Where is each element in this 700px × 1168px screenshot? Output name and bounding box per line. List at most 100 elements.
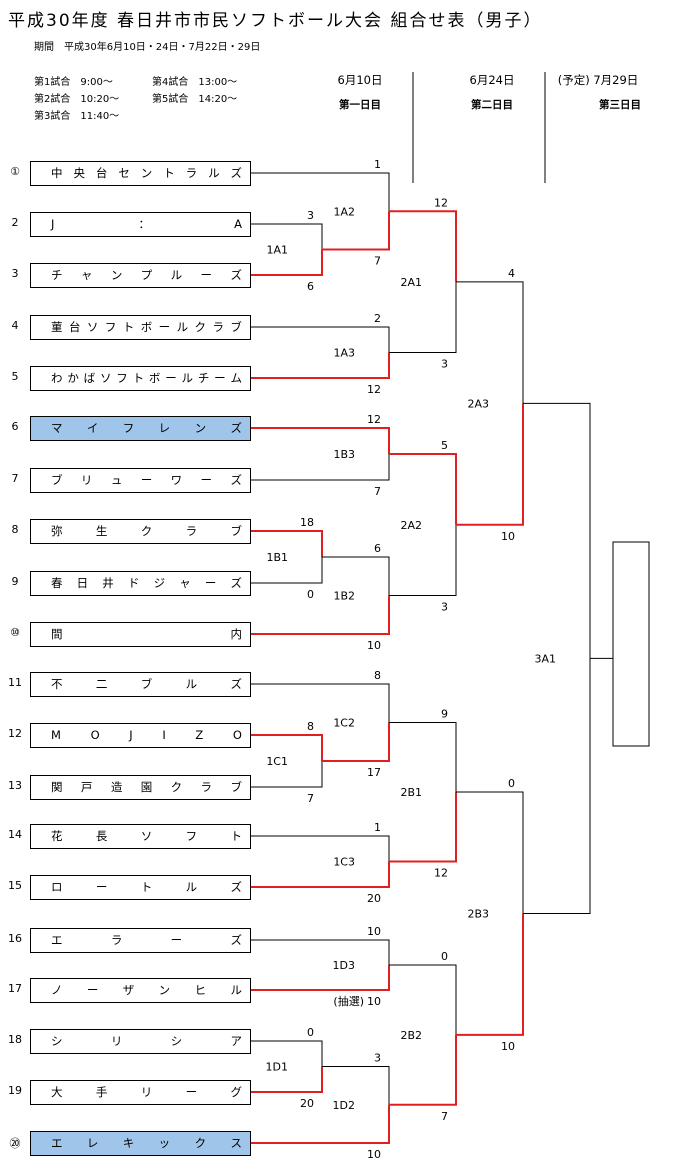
winner-path — [251, 249, 323, 276]
match-score: 3 — [307, 209, 314, 222]
team-name: 弥生クラブ — [51, 524, 242, 538]
team-name: 春日井ドジャーズ — [51, 576, 242, 590]
team-name: 大手リーグ — [51, 1085, 242, 1099]
match-score: 12 — [434, 196, 448, 209]
match-score: 1 — [374, 158, 381, 171]
day3-name: 第三日目 — [599, 99, 641, 111]
match-id: 1B2 — [333, 590, 355, 603]
schedule-game-1: 第1試合 9:00～ — [34, 77, 113, 88]
match-id: 1B3 — [333, 448, 355, 461]
team-box: 大手リーグ — [30, 1080, 251, 1105]
winner-path — [389, 792, 457, 863]
match-score: 3 — [374, 1052, 381, 1065]
schedule-game-2: 第2試合 10:20～ — [34, 94, 120, 105]
team-name: 菫台ソフトボールクラブ — [51, 320, 242, 334]
match-score: 8 — [374, 669, 381, 682]
team-box: チャンプルーズ — [30, 263, 251, 288]
winner-path — [251, 352, 390, 379]
team-seed: 19 — [8, 1084, 22, 1097]
bracket-line — [251, 454, 390, 481]
team-seed: 13 — [8, 779, 22, 792]
match-id: 2B3 — [467, 907, 489, 920]
team-box: 不二ブルズ — [30, 672, 251, 697]
bracket-line — [251, 683, 390, 723]
team-seed: 9 — [11, 575, 19, 588]
team-seed: 2 — [11, 216, 19, 229]
team-name: 中央台セントラルズ — [51, 166, 242, 180]
day2-date: 6月24日 — [469, 73, 515, 87]
bracket-line — [523, 402, 591, 659]
winner-path — [389, 1034, 457, 1106]
match-id: 1C3 — [333, 856, 355, 869]
team-seed: 4 — [11, 319, 19, 332]
bracket-line — [523, 658, 591, 914]
bracket-line — [389, 524, 457, 596]
team-box: マイフレンズ — [30, 416, 251, 441]
match-score: 0 — [307, 1026, 314, 1039]
team-name: シリシア — [51, 1034, 242, 1048]
match-score: 7 — [307, 792, 314, 805]
winner-path — [251, 1104, 390, 1144]
day1-name: 第一日目 — [339, 99, 381, 111]
winner-path — [251, 861, 390, 888]
match-score: 20 — [367, 892, 381, 905]
team-name: エラーズ — [51, 933, 242, 947]
team-name: J：A — [51, 217, 242, 231]
match-id: 2B2 — [400, 1029, 422, 1042]
team-name: わかばソフトボールチーム — [51, 371, 242, 385]
team-box: ノーザンヒル — [30, 978, 251, 1003]
team-box: エラーズ — [30, 928, 251, 953]
champion-box — [612, 541, 650, 747]
tournament-period: 期間 平成30年6月10日・24日・7月22日・29日 — [34, 42, 261, 53]
winner-path — [251, 427, 390, 454]
team-box: 中央台セントラルズ — [30, 161, 251, 186]
team-seed: 8 — [11, 523, 19, 536]
match-score: 10 — [367, 925, 381, 938]
bracket-line — [389, 722, 457, 792]
winner-path — [251, 530, 323, 557]
bracket-line — [251, 326, 390, 353]
bracket-line — [251, 1040, 323, 1067]
team-seed: 3 — [11, 267, 19, 280]
match-score: 12 — [367, 383, 381, 396]
match-score: 3 — [441, 358, 448, 371]
bracket-line — [251, 557, 323, 584]
team-name: チャンプルーズ — [51, 268, 242, 282]
team-box: 春日井ドジャーズ — [30, 571, 251, 596]
bracket-line — [251, 835, 390, 862]
match-id: 2A3 — [467, 397, 489, 410]
bracket-line — [389, 281, 457, 353]
team-seed: 11 — [8, 676, 22, 689]
match-score: 20 — [300, 1097, 314, 1110]
match-score: 3 — [441, 601, 448, 614]
team-seed: 14 — [8, 828, 22, 841]
team-seed: 17 — [8, 982, 22, 995]
team-name: 関戸造園クラブ — [51, 780, 242, 794]
match-score: 9 — [441, 708, 448, 721]
bracket-line — [251, 761, 323, 788]
match-score: 7 — [374, 255, 381, 268]
team-box: ロートルズ — [30, 875, 251, 900]
team-box: 菫台ソフトボールクラブ — [30, 315, 251, 340]
team-seed: 12 — [8, 727, 22, 740]
team-box: エレキックス — [30, 1131, 251, 1156]
match-id: 3A1 — [534, 652, 556, 665]
match-id: 2A1 — [400, 276, 422, 289]
winner-path — [322, 722, 390, 762]
team-box: 弥生クラブ — [30, 519, 251, 544]
bracket-line — [251, 939, 390, 965]
bracket-line — [251, 172, 390, 212]
match-score: 7 — [441, 1110, 448, 1123]
winner-path — [389, 453, 457, 525]
winner-path — [251, 965, 390, 991]
team-seed: 7 — [11, 472, 19, 485]
bracket-line — [322, 556, 390, 596]
match-id: 1A3 — [333, 347, 355, 360]
match-id: 1C1 — [266, 755, 288, 768]
match-score: 5 — [441, 439, 448, 452]
bracket-line — [322, 1066, 390, 1105]
team-box: 間内 — [30, 622, 251, 647]
